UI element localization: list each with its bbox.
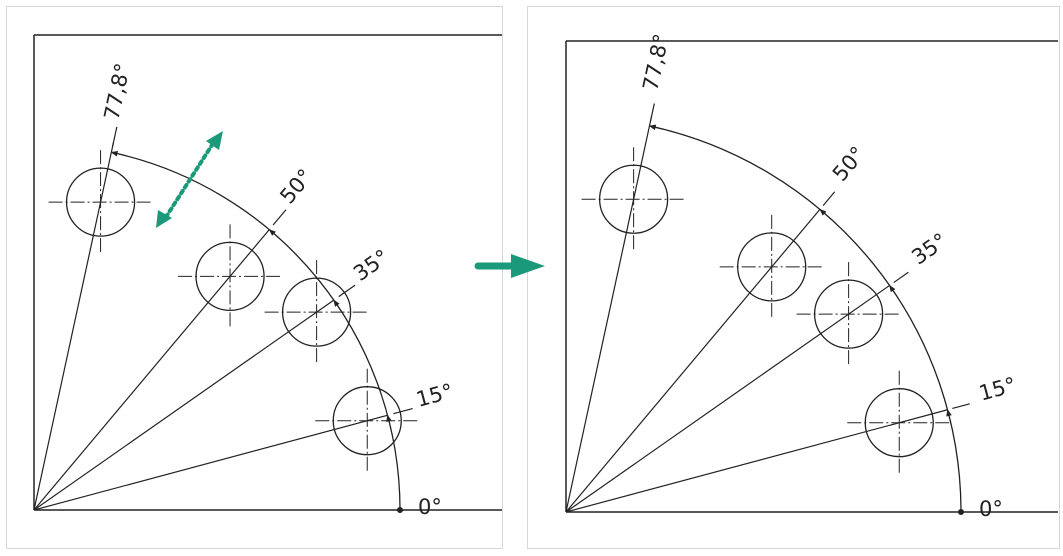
angle-label: 15° [414,379,456,412]
dimension-arrowhead [268,229,281,240]
extension-line [952,403,970,410]
dimension-arrowhead [819,208,832,220]
dimension-arrowhead [333,299,343,313]
zero-point-marker [958,509,964,515]
dimension-arrowhead [946,409,952,425]
zero-point-marker [397,507,403,513]
dimension-arrowhead [648,124,665,131]
radial-line [565,209,821,513]
radial-line [33,414,388,511]
dimension-arc [111,151,401,511]
before-drawing [33,34,502,511]
extension-line [112,126,118,147]
radial-line [565,116,653,513]
angle-label: 35° [349,245,393,286]
dimension-arc [649,125,962,513]
after-drawing [565,40,1058,513]
radial-line [33,142,115,511]
extension-line [272,209,287,226]
zero-degree-label: 0° [418,495,442,519]
before-geometry: 0° 77,8° 50° 35° 15° [33,61,456,519]
dimension-arrowhead [110,150,126,157]
extension-line [893,271,909,284]
dimension-arrowhead [889,284,899,299]
extension-line [649,103,655,122]
radial-line [33,299,335,511]
radial-line [565,284,890,513]
angle-label: 15° [976,373,1018,406]
extension-line [822,191,836,206]
angle-label: 35° [907,228,951,269]
after-geometry: 0°77,8°50°35°15° [565,32,1019,521]
extension-line [393,407,413,415]
angle-label: 50° [275,164,317,208]
double-headed-dotted-arrow-icon[interactable] [156,131,223,228]
angle-label: 50° [828,142,870,186]
zero-degree-label: 0° [979,497,1003,521]
after-panel [527,6,1060,549]
radial-line [565,409,948,513]
dimension-arrowhead [386,414,392,430]
right-arrow-icon [474,254,545,278]
extension-line [338,284,356,298]
before-panel [6,6,503,549]
angle-label: 77,8° [100,61,136,122]
